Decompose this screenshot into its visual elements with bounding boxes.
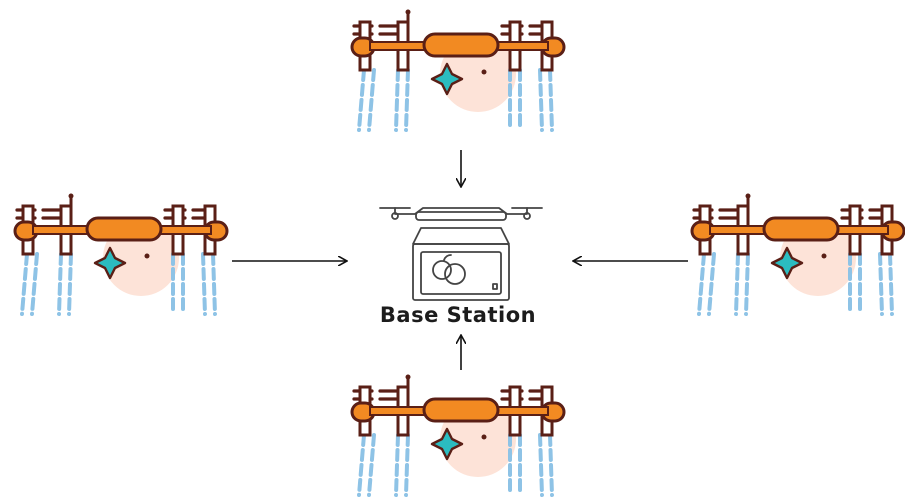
spraying-drone-icon xyxy=(350,374,566,497)
spraying-drone-icon xyxy=(13,193,229,316)
spraying-drone-icon xyxy=(350,9,566,132)
delivery-drone-station-icon xyxy=(379,207,543,301)
spraying-drone-icon xyxy=(690,193,905,316)
drone-left xyxy=(13,192,233,320)
drone-right xyxy=(690,192,905,320)
base-station-label: Base Station xyxy=(379,303,537,327)
drone-top xyxy=(350,8,570,136)
drone-bottom xyxy=(350,373,570,501)
base-station xyxy=(376,204,546,304)
